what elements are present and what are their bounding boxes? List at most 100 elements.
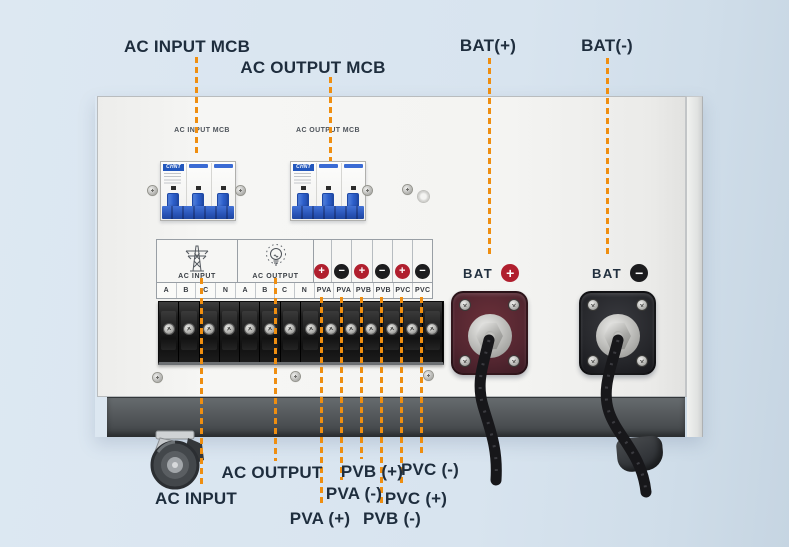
terminal[interactable] — [321, 302, 342, 362]
leader-pva-plus — [320, 297, 323, 506]
pv-cell: + — [312, 240, 333, 282]
inverter-cabinet: AC INPUT MCB AC OUTPUT MCB CHNT C — [95, 96, 703, 437]
bat-minus-terminal[interactable] — [579, 291, 656, 375]
breaker-clip — [189, 164, 208, 168]
panel-screw — [363, 186, 372, 195]
minus-sign-icon: − — [630, 264, 649, 282]
pole-divider — [186, 163, 187, 207]
plate-screw — [637, 300, 647, 310]
terminal[interactable] — [200, 302, 220, 362]
callout-pvc-minus: PVC (-) — [400, 460, 460, 479]
terminal[interactable] — [301, 302, 322, 362]
terminal[interactable] — [159, 302, 180, 362]
pole-divider — [211, 163, 212, 207]
terminal[interactable] — [342, 302, 362, 362]
printed-ac-input-mcb-label: AC INPUT MCB — [174, 127, 230, 134]
terminal-screw — [427, 324, 438, 334]
terminal[interactable] — [423, 302, 443, 362]
terminal-screw — [244, 324, 255, 334]
bat-minus-printed-label: BAT − — [592, 264, 649, 282]
terminal-letter: B — [256, 283, 276, 298]
bat-plus-terminal[interactable] — [451, 291, 528, 375]
plus-sign-icon: + — [314, 264, 330, 279]
terminal-bolt — [467, 314, 512, 358]
terminal-letter-row: A B C N A B C N PVA PVA PVB PVB PVC PVC — [157, 282, 432, 298]
indicator-window — [171, 186, 176, 190]
breaker-base — [162, 206, 234, 219]
terminal-label-strip: AC INPUT AC OUTPUT + − — [156, 239, 433, 299]
chint-logo: CHNT — [163, 164, 184, 171]
cabinet-side-edge — [687, 96, 703, 437]
terminal-letter: A — [157, 283, 177, 298]
terminal-screw — [366, 324, 377, 334]
callout-bat-minus: BAT(-) — [581, 36, 633, 55]
callout-pvb-plus: PVB (+) — [340, 462, 404, 481]
plate-screw — [509, 300, 519, 310]
callout-pvb-minus: PVB (-) — [362, 509, 422, 528]
plate-screw — [637, 356, 647, 366]
terminal-letter: N — [295, 283, 315, 298]
terminal-letter: PVC — [415, 287, 431, 294]
terminal[interactable] — [240, 302, 261, 362]
terminal-letter: C — [275, 283, 296, 298]
terminal[interactable] — [179, 302, 200, 362]
leader-ac-output — [274, 278, 277, 461]
panel-screw — [291, 372, 300, 381]
bat-plus-printed-label: BAT + — [463, 264, 520, 282]
callout-pva-minus: PVA (-) — [325, 484, 383, 503]
terminal[interactable] — [260, 302, 281, 362]
terminal-screw — [224, 324, 235, 334]
leader-bat-minus — [606, 58, 609, 256]
screw-terminal-block — [158, 301, 444, 365]
terminal-letter: A — [236, 283, 256, 298]
rating-text-lines — [164, 173, 181, 186]
plate-screw — [588, 356, 598, 366]
breaker-base — [292, 206, 364, 219]
leader-ac-output-mcb — [329, 77, 332, 161]
bolt-core — [612, 331, 623, 341]
plus-sign-icon: + — [354, 264, 370, 279]
terminal[interactable] — [281, 302, 301, 362]
callout-pva-plus: PVA (+) — [289, 509, 351, 528]
indicator-window — [326, 186, 331, 190]
terminal-letter: PVC — [394, 283, 414, 298]
terminal[interactable] — [220, 302, 241, 362]
leader-pvb-plus — [360, 297, 363, 459]
front-panel: AC INPUT MCB AC OUTPUT MCB CHNT C — [97, 96, 687, 397]
leader-pvc-plus — [400, 297, 403, 486]
pv-cell: − — [413, 240, 432, 282]
terminal-bolt — [595, 314, 640, 358]
callout-ac-output-mcb: AC OUTPUT MCB — [240, 58, 386, 77]
breaker-clip — [319, 164, 338, 168]
panel-screw — [153, 373, 162, 382]
minus-sign-icon: − — [414, 264, 430, 279]
panel-screw — [236, 186, 245, 195]
terminal-letter: PVA — [334, 283, 355, 298]
terminal-screw — [407, 324, 418, 334]
callout-bat-plus: BAT(+) — [459, 36, 517, 55]
ac-input-group-label: AC INPUT — [178, 273, 216, 280]
pole-divider — [341, 163, 342, 207]
light-bulb-icon — [265, 244, 286, 266]
terminal-letter: B — [177, 283, 197, 298]
terminal-letter: C — [196, 283, 217, 298]
power-tower-icon — [185, 245, 209, 272]
callout-ac-output: AC OUTPUT — [221, 463, 323, 482]
plus-sign-icon: + — [501, 264, 520, 282]
panel-screw — [424, 371, 433, 380]
pv-cell: + — [352, 240, 373, 282]
pv-cell: − — [332, 240, 353, 282]
terminal-screw — [183, 324, 194, 334]
rating-text-lines — [294, 173, 311, 186]
bat-plus-text: BAT — [463, 265, 494, 281]
panel-screw — [148, 186, 157, 195]
panel-washer — [418, 191, 429, 202]
terminal-screw — [346, 324, 357, 334]
plate-screw — [460, 300, 470, 310]
indicator-window — [196, 186, 201, 190]
terminal-letter: PVB — [354, 283, 374, 298]
ac-output-group: AC OUTPUT — [238, 240, 314, 282]
ac-input-group: AC INPUT — [157, 240, 238, 282]
printed-ac-output-mcb-label: AC OUTPUT MCB — [296, 127, 360, 134]
